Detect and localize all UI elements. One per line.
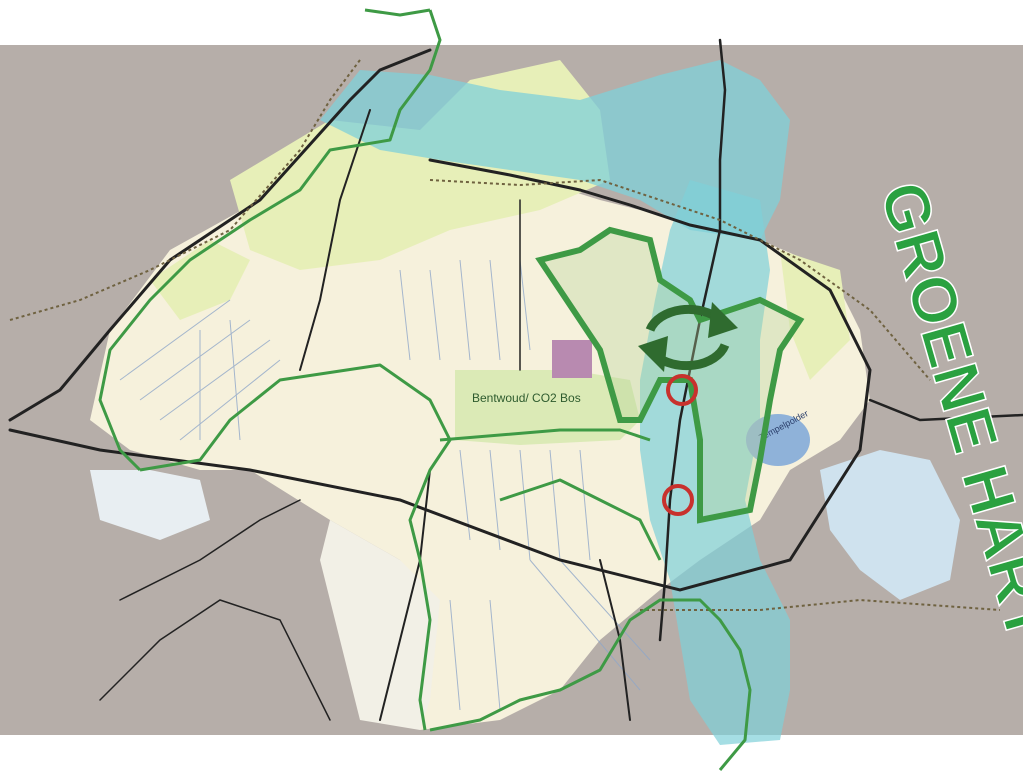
green-routes [98, 8, 752, 771]
eastern-water-area [820, 450, 960, 600]
industrial-area [552, 340, 592, 378]
river-corridor-north [320, 60, 790, 240]
river-corridor-south [640, 180, 790, 745]
land-southwest [320, 520, 440, 730]
rotation-arrow-head-right [708, 302, 738, 338]
bentwoud-label: Bentwoud/ CO2 Bos [472, 391, 581, 405]
green-fields-bentwoud [455, 370, 640, 445]
green-fields-west [150, 240, 250, 320]
location-circle-icon [666, 374, 698, 406]
project-area-outline [535, 226, 805, 524]
green-fields-east [780, 250, 850, 380]
polder-field-lines [119, 259, 651, 711]
western-water-area [90, 470, 210, 540]
railway-lines [9, 59, 1001, 611]
location-circle-icon [662, 484, 694, 516]
rotation-arrow-head-left [638, 336, 668, 372]
